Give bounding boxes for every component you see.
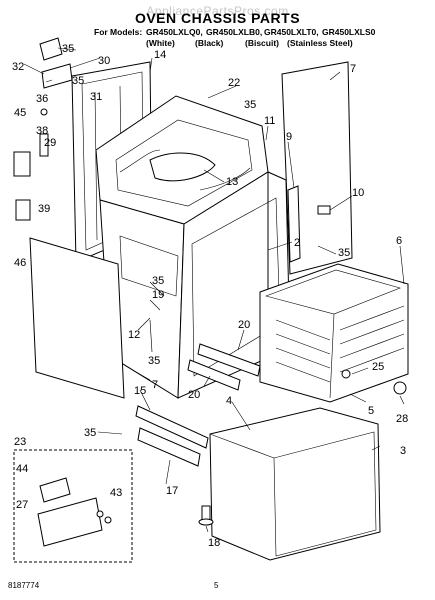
callout-label: 22 xyxy=(228,77,240,89)
leveling-leg-part xyxy=(198,505,214,526)
callout-label: 46 xyxy=(14,257,26,269)
model-number: GR450LXLQ0, xyxy=(146,27,203,37)
callout-label: 13 xyxy=(226,176,238,188)
callout-label: 18 xyxy=(208,537,220,549)
watermark: AppliancePartsPros.com xyxy=(146,4,289,18)
document-number: 8187774 xyxy=(8,581,40,590)
side-panel-part xyxy=(29,237,125,399)
model-color: (Biscuit) xyxy=(245,38,279,48)
top-frame-part xyxy=(95,95,269,225)
drawer-frame-part xyxy=(259,263,409,403)
callout-label: 38 xyxy=(36,125,48,137)
model-color: (White) xyxy=(146,38,175,48)
callout-label: 43 xyxy=(110,487,122,499)
callout-label: 3 xyxy=(400,445,406,457)
page-number: 5 xyxy=(214,581,219,590)
callout-label: 10 xyxy=(352,187,364,199)
callout-label: 28 xyxy=(396,413,408,425)
callout-label: 23 xyxy=(14,436,26,448)
callout-label: 11 xyxy=(264,115,275,127)
callout-label: 35 xyxy=(72,75,84,87)
small-parts-group xyxy=(13,37,73,221)
callout-label: 17 xyxy=(166,485,178,497)
side-panel-part xyxy=(281,61,353,275)
model-number: GR450LXLT0, xyxy=(264,27,319,37)
callout-label: 14 xyxy=(154,49,166,61)
callout-label: 25 xyxy=(372,361,384,373)
callout-label: 32 xyxy=(12,61,24,73)
callout-label: 31 xyxy=(90,91,102,103)
leader-lines xyxy=(23,47,405,533)
callout-label: 12 xyxy=(128,329,140,341)
callout-label: 39 xyxy=(38,203,50,215)
callout-label: 5 xyxy=(368,405,374,417)
callout-label: 35 xyxy=(62,43,74,55)
detail-inset-box xyxy=(13,449,133,563)
callout-label: 35 xyxy=(244,99,256,111)
callout-label: 4 xyxy=(226,395,232,407)
callout-label: 35 xyxy=(84,427,96,439)
callout-label: 44 xyxy=(16,463,28,475)
bracket-part xyxy=(287,185,331,263)
callout-label: 7 xyxy=(350,63,356,75)
callout-label: 9 xyxy=(286,131,292,143)
callout-label: 30 xyxy=(98,55,110,67)
callout-label: 35 xyxy=(338,247,350,259)
callout-label: 6 xyxy=(396,235,402,247)
model-color: (Black) xyxy=(195,38,224,48)
callout-label: 36 xyxy=(36,93,48,105)
model-color: (Stainless Steel) xyxy=(287,38,353,48)
callout-label: 35 xyxy=(148,355,160,367)
page-title: OVEN CHASSIS PARTS xyxy=(134,10,301,26)
callout-label: 15 xyxy=(134,385,146,397)
bracket-part xyxy=(135,405,209,467)
models-prefix: For Models: xyxy=(94,27,143,37)
callout-label: 45 xyxy=(14,107,26,119)
rail-part xyxy=(187,343,261,391)
model-number: GR450LXLS0 xyxy=(322,27,376,37)
insulation-blanket-part xyxy=(209,407,381,561)
callout-label: 27 xyxy=(16,499,28,511)
callout-label: 19 xyxy=(152,289,164,301)
callout-label: 20 xyxy=(188,389,200,401)
callout-label: 29 xyxy=(44,137,56,149)
callout-label: 2 xyxy=(294,237,300,249)
callout-label: 7 xyxy=(152,379,158,391)
callout-label: 35 xyxy=(152,275,164,287)
model-number: GR450LXLB0, xyxy=(206,27,263,37)
callout-label: 20 xyxy=(238,319,250,331)
